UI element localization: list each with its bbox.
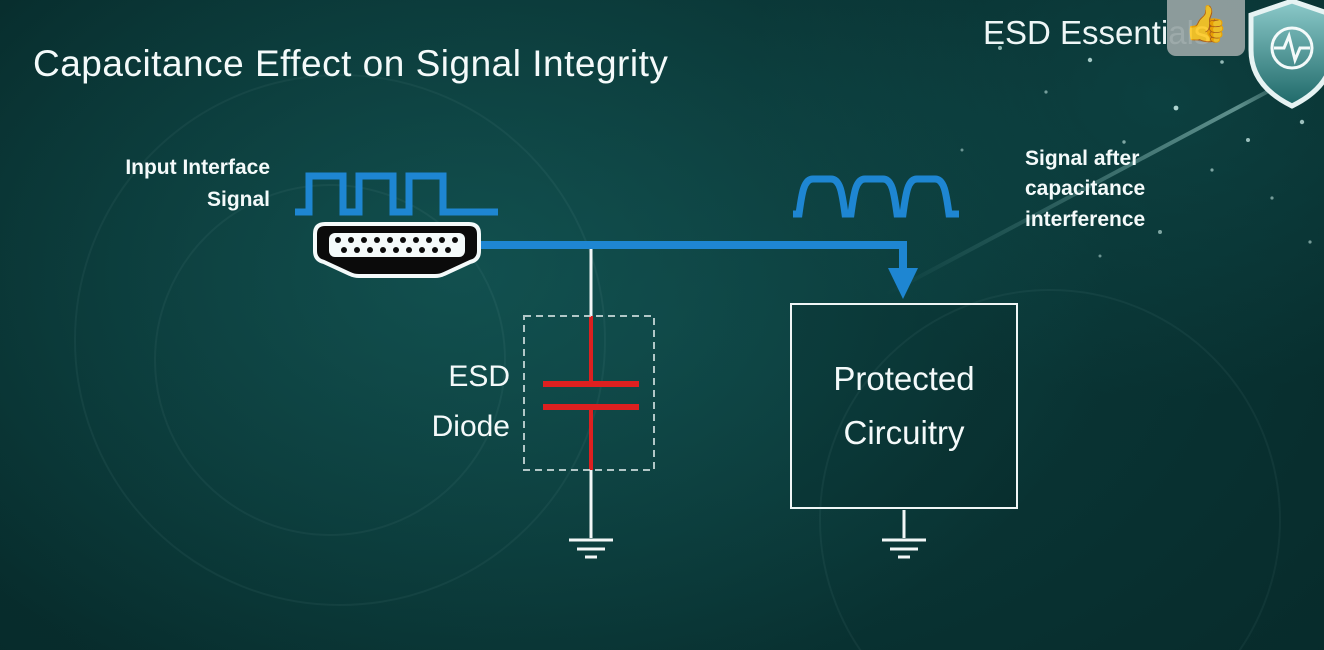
distorted-square-wave [793, 175, 959, 218]
arrow-down-icon [888, 268, 918, 299]
esd-diode-label: ESD Diode [431, 360, 510, 443]
thumbs-up-glyph: 👍 [1183, 3, 1229, 44]
ground-symbol-right [882, 510, 926, 559]
background-swirl [819, 289, 1281, 650]
clean-square-wave [295, 172, 498, 216]
sparkle-dots [960, 46, 1312, 258]
page-title: Capacitance Effect on Signal Integrity [33, 42, 669, 84]
input-signal-label: Input Interface Signal [125, 156, 270, 211]
background-swirl [154, 184, 506, 536]
signal-bus-line [478, 241, 907, 272]
hdmi-connector-icon [313, 222, 481, 278]
background-swirl [74, 74, 606, 606]
ground-symbol-left [569, 538, 613, 559]
thumbs-up-icon: 👍 [1167, 0, 1245, 56]
esd-diode-boundary-box [523, 315, 655, 471]
shield-logo-icon [1247, 0, 1324, 110]
output-signal-label: Signal after capacitance interference [1025, 147, 1146, 231]
protected-circuitry-box: Protected Circuitry [790, 303, 1018, 509]
protected-circuitry-label-line1: Protected [833, 359, 975, 397]
protected-circuitry-label-line2: Circuitry [843, 414, 965, 451]
capacitor-symbol [543, 316, 639, 470]
